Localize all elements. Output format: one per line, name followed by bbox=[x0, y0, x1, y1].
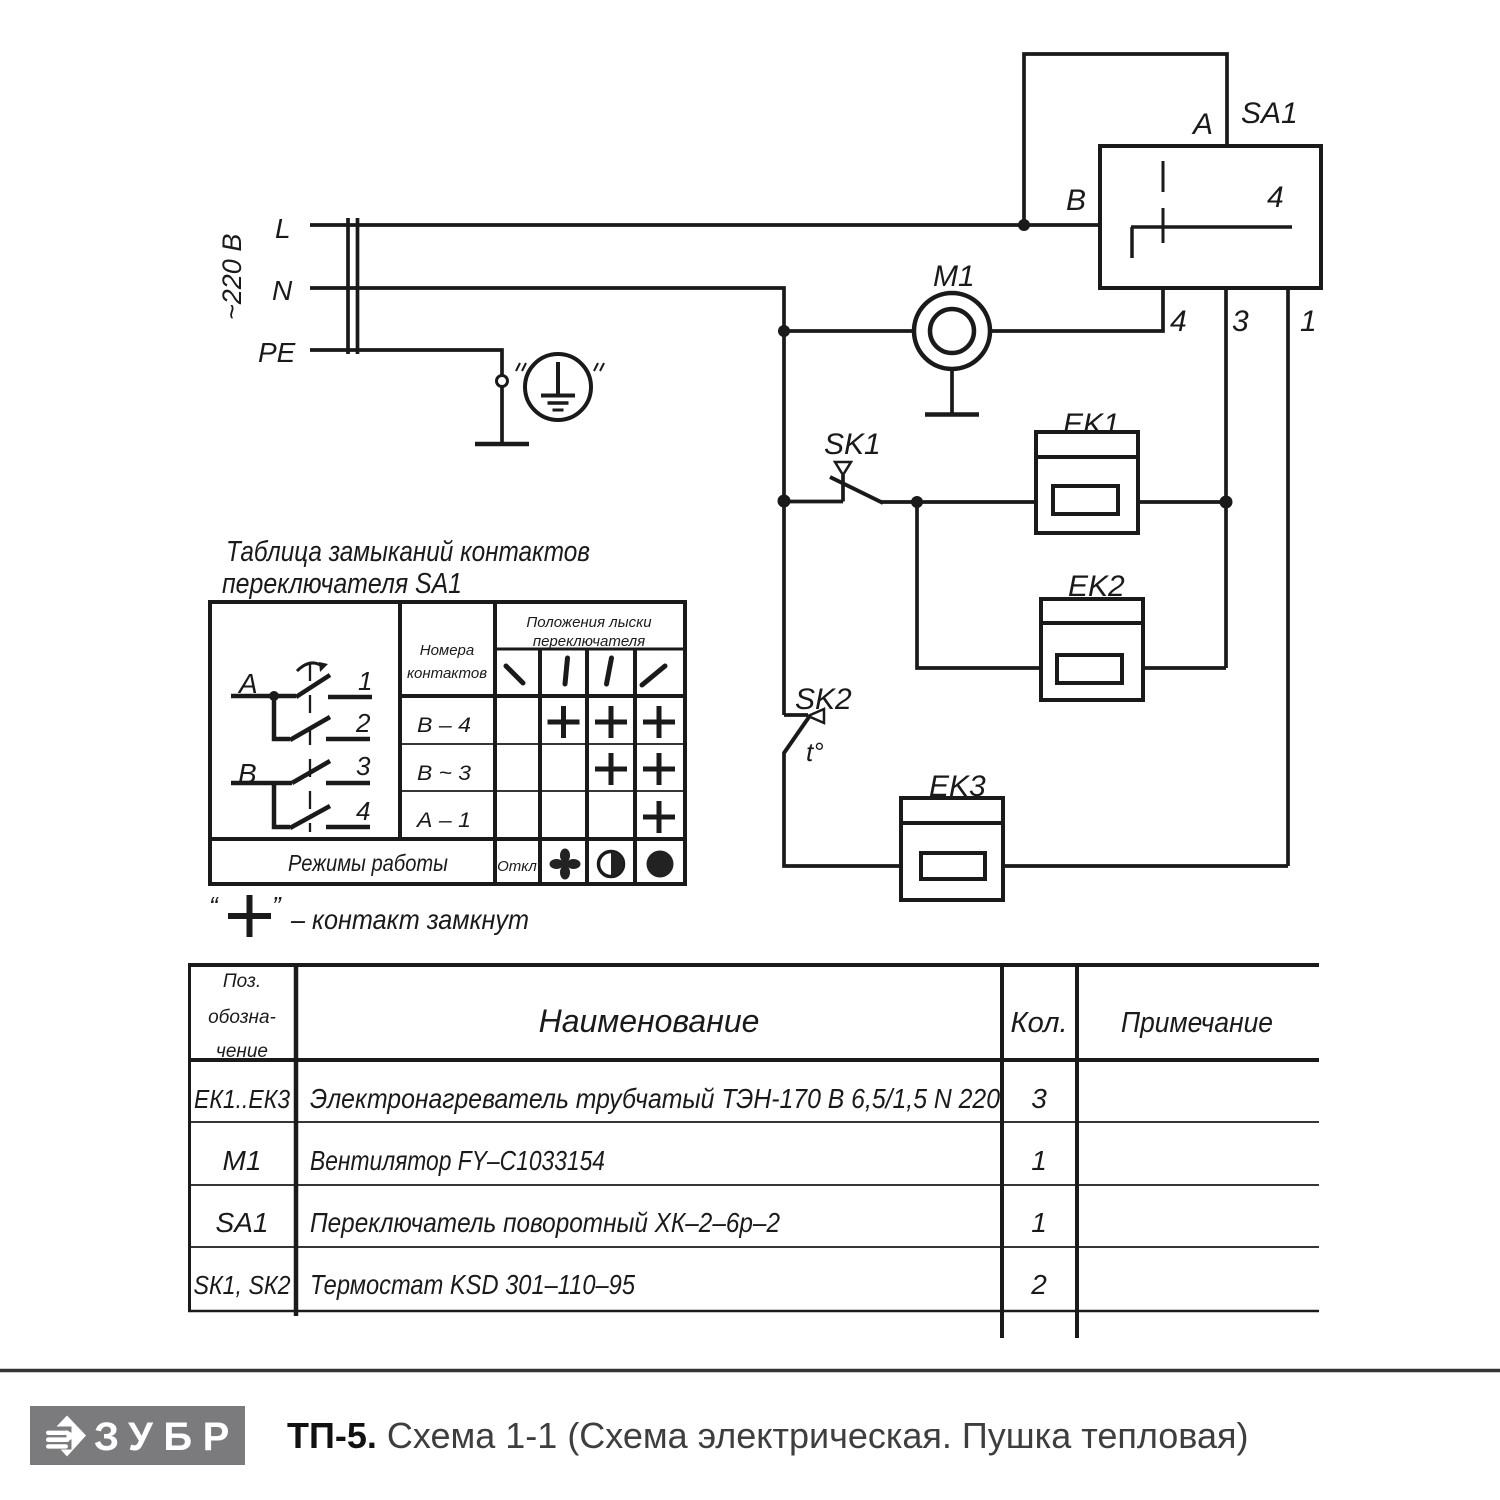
svg-text:Переключатель поворотный ХК–2–: Переключатель поворотный ХК–2–6р–2 bbox=[310, 1207, 780, 1238]
svg-text:3: 3 bbox=[1031, 1083, 1047, 1114]
svg-text:“: “ bbox=[209, 891, 219, 921]
svg-text:t°: t° bbox=[806, 737, 824, 767]
svg-text:А: А bbox=[237, 668, 258, 699]
svg-text:”: ” bbox=[272, 891, 282, 921]
svg-text:3: 3 bbox=[1232, 305, 1249, 338]
svg-text:N: N bbox=[272, 275, 293, 306]
svg-text:2: 2 bbox=[1030, 1269, 1047, 1300]
svg-text:SK2: SK2 bbox=[795, 683, 852, 716]
svg-text:L: L bbox=[275, 213, 291, 244]
svg-text:В – 4: В – 4 bbox=[417, 714, 471, 737]
svg-text:EK2: EK2 bbox=[1068, 570, 1125, 603]
svg-text:Вентилятор FY–C1033154: Вентилятор FY–C1033154 bbox=[310, 1145, 605, 1176]
svg-text:Режимы работы: Режимы работы bbox=[288, 850, 448, 876]
svg-text:SК1, SК2: SК1, SК2 bbox=[194, 1270, 291, 1300]
svg-text:переключателя SA1: переключателя SA1 bbox=[222, 568, 462, 600]
svg-text:– контакт замкнут: – контакт замкнут bbox=[290, 904, 529, 935]
svg-text:SK1: SK1 bbox=[824, 428, 881, 461]
svg-text:2: 2 bbox=[355, 708, 371, 738]
svg-text:ТП-5. Схема 1-1 (Схема электри: ТП-5. Схема 1-1 (Схема электрическая. Пу… bbox=[287, 1415, 1248, 1456]
svg-text:EK1: EK1 bbox=[1063, 408, 1120, 441]
svg-text:A: A bbox=[1191, 108, 1213, 141]
svg-text:M1: M1 bbox=[933, 260, 975, 293]
svg-text:обозна-: обозна- bbox=[208, 1007, 276, 1028]
svg-text:переключателя: переключателя bbox=[533, 633, 645, 650]
svg-text:SA1: SA1 bbox=[1241, 97, 1298, 130]
svg-text:1: 1 bbox=[1031, 1145, 1047, 1176]
svg-text:3: 3 bbox=[356, 751, 371, 781]
svg-text:чение: чение bbox=[216, 1041, 268, 1062]
svg-text:В: В bbox=[238, 758, 257, 789]
svg-text:А – 1: А – 1 bbox=[415, 809, 471, 832]
svg-text:1: 1 bbox=[358, 666, 372, 696]
svg-text:1: 1 bbox=[1300, 305, 1317, 338]
svg-text:Термостат KSD 301–110–95: Термостат KSD 301–110–95 bbox=[310, 1269, 635, 1300]
svg-text:4: 4 bbox=[356, 796, 370, 826]
svg-text:4: 4 bbox=[1267, 181, 1284, 214]
svg-text:PE: PE bbox=[258, 337, 296, 368]
svg-text:Откл: Откл bbox=[497, 858, 537, 875]
svg-text:4: 4 bbox=[1170, 305, 1187, 338]
svg-text:М1: М1 bbox=[223, 1145, 262, 1176]
svg-text:B: B bbox=[1066, 184, 1086, 217]
svg-text:контактов: контактов bbox=[407, 665, 487, 682]
svg-text:Таблица замыканий контактов: Таблица замыканий контактов bbox=[226, 536, 590, 568]
svg-text:Положения лыски: Положения лыски bbox=[526, 614, 652, 631]
svg-text:SА1: SА1 bbox=[216, 1207, 269, 1238]
svg-text:Наименование: Наименование bbox=[539, 1003, 760, 1039]
svg-text:Примечание: Примечание bbox=[1121, 1007, 1273, 1039]
svg-text:Кол.: Кол. bbox=[1011, 1007, 1068, 1039]
svg-text:~220 В: ~220 В bbox=[217, 234, 247, 320]
svg-text:Номера: Номера bbox=[420, 642, 475, 659]
svg-text:EK3: EK3 bbox=[929, 770, 986, 803]
svg-text:1: 1 bbox=[1031, 1207, 1047, 1238]
svg-text:В ~ 3: В ~ 3 bbox=[417, 762, 471, 785]
svg-text:Электронагреватель трубчатый Т: Электронагреватель трубчатый ТЭН-170 В 6… bbox=[310, 1083, 1000, 1114]
svg-text:ЗУБР: ЗУБР bbox=[94, 1415, 240, 1459]
svg-text:Поз.: Поз. bbox=[223, 971, 261, 992]
svg-text:ЕК1..ЕК3: ЕК1..ЕК3 bbox=[194, 1084, 290, 1114]
